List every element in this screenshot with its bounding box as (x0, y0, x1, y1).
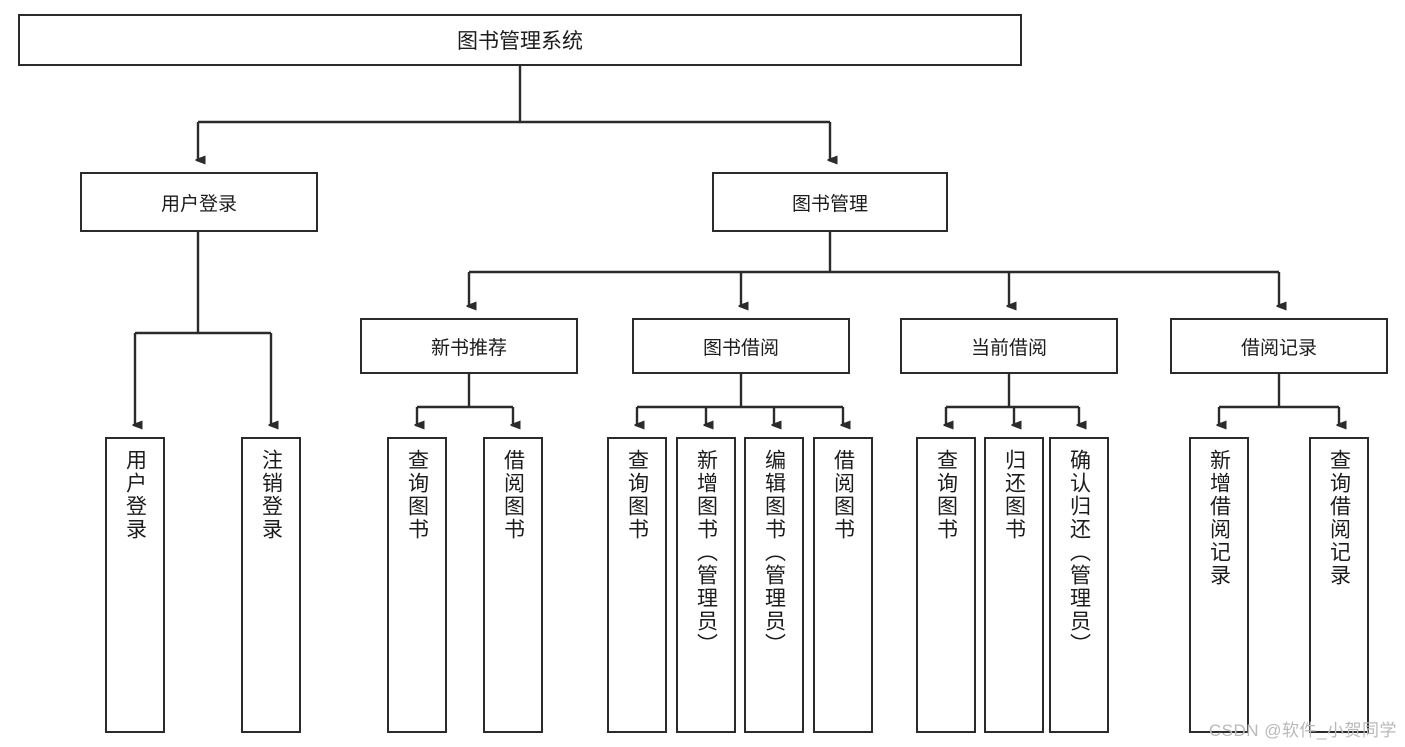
node-label: 查询借阅记录 (1327, 449, 1351, 587)
node-leaf-query-borrow-record[interactable]: 查询借阅记录 (1309, 437, 1369, 733)
node-label: 图书管理系统 (457, 30, 583, 53)
node-user-login[interactable]: 用户登录 (80, 172, 318, 232)
node-label: 归还图书 (1002, 449, 1026, 541)
node-label: 查询图书 (405, 449, 429, 541)
node-leaf-query-book-borrow[interactable]: 查询图书 (607, 437, 667, 733)
node-book-management[interactable]: 图书管理 (712, 172, 948, 232)
node-leaf-edit-book-admin[interactable]: 编辑图书（管理员） (744, 437, 804, 733)
node-label: 编辑图书（管理员） (762, 449, 786, 656)
node-book-borrow[interactable]: 图书借阅 (632, 318, 850, 374)
node-leaf-query-book-recommend[interactable]: 查询图书 (387, 437, 447, 733)
node-label: 当前借阅 (970, 337, 1047, 359)
node-leaf-add-book-admin[interactable]: 新增图书（管理员） (676, 437, 736, 733)
node-leaf-logout[interactable]: 注销登录 (241, 437, 301, 733)
node-root-book-management-system[interactable]: 图书管理系统 (18, 14, 1022, 66)
node-leaf-borrow-book[interactable]: 借阅图书 (813, 437, 873, 733)
node-leaf-add-borrow-record[interactable]: 新增借阅记录 (1189, 437, 1249, 733)
node-label: 确认归还（管理员） (1067, 449, 1091, 656)
node-label: 借阅图书 (831, 449, 855, 541)
node-leaf-borrow-book-recommend[interactable]: 借阅图书 (483, 437, 543, 733)
node-label: 新增图书（管理员） (694, 449, 718, 656)
node-leaf-user-login[interactable]: 用户登录 (105, 437, 165, 733)
node-current-borrow[interactable]: 当前借阅 (900, 318, 1118, 374)
node-label: 图书管理 (791, 193, 868, 215)
node-leaf-return-book[interactable]: 归还图书 (984, 437, 1044, 733)
node-label: 新书推荐 (430, 337, 507, 359)
watermark-text: CSDN @软件_小贺同学 (1208, 721, 1397, 740)
node-label: 用户登录 (123, 449, 147, 541)
node-label: 借阅图书 (501, 449, 525, 541)
node-new-book-recommend[interactable]: 新书推荐 (360, 318, 578, 374)
node-label: 用户登录 (160, 193, 237, 215)
node-leaf-query-book-current[interactable]: 查询图书 (916, 437, 976, 733)
node-leaf-confirm-return-admin[interactable]: 确认归还（管理员） (1049, 437, 1109, 733)
node-label: 新增借阅记录 (1207, 449, 1231, 587)
node-label: 查询图书 (625, 449, 649, 541)
node-borrow-record[interactable]: 借阅记录 (1170, 318, 1388, 374)
node-label: 注销登录 (259, 449, 283, 541)
node-label: 借阅记录 (1240, 337, 1317, 359)
node-label: 查询图书 (934, 449, 958, 541)
node-label: 图书借阅 (702, 337, 779, 359)
